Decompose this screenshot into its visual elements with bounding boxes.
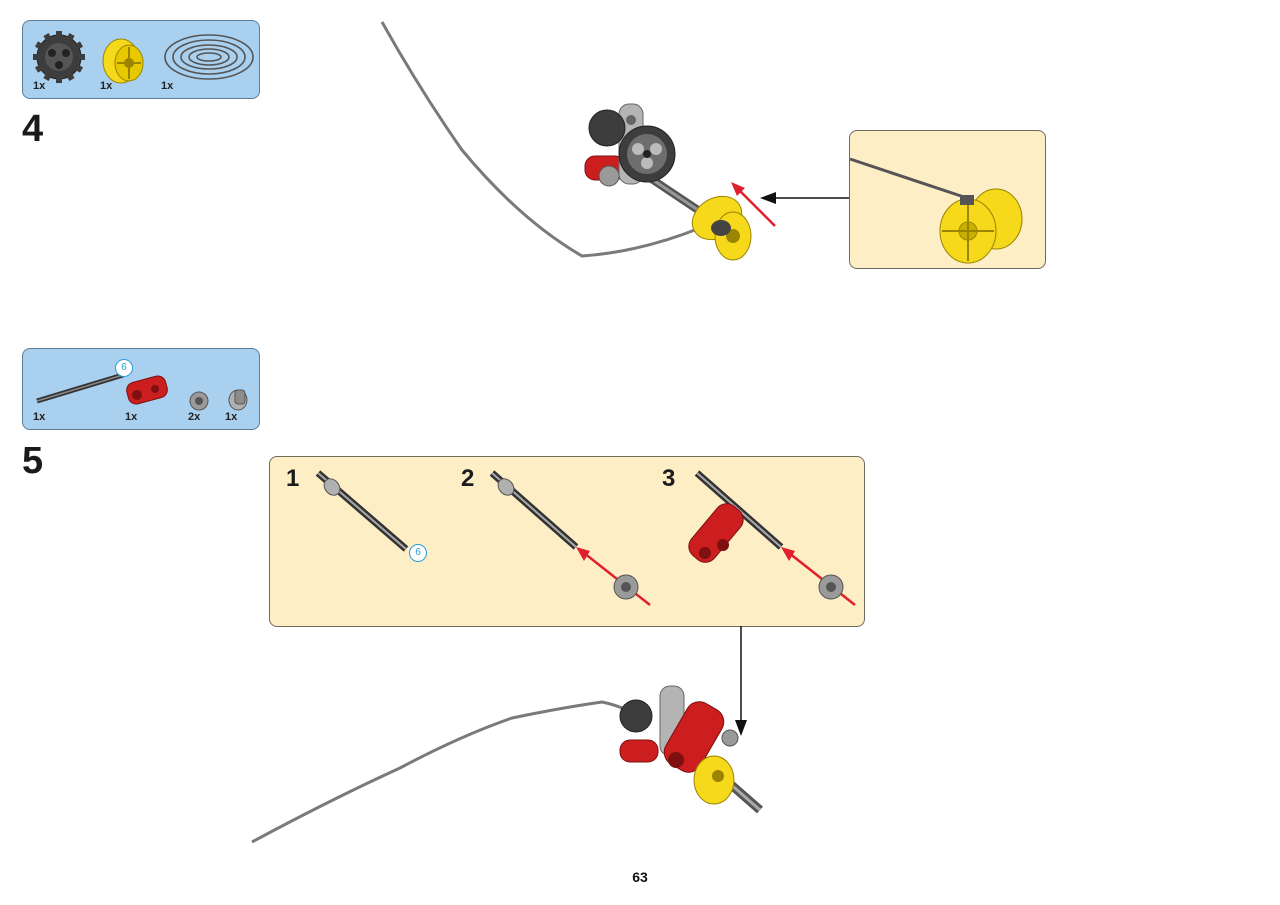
step5-assembly-illustration — [619, 685, 763, 814]
step5-subassembly-callout: 1 6 2 3 — [269, 456, 865, 627]
substep-2-number: 2 — [461, 465, 475, 492]
step5-bush-qty: 2x — [188, 411, 201, 423]
substep-1-axle-illustration — [315, 470, 409, 552]
step5-axle-length-badge: 6 — [115, 359, 133, 377]
step5-number: 5 — [22, 440, 44, 482]
pulley-detail-illustration — [849, 157, 1023, 264]
step4-pulley-qty: 1x — [100, 80, 113, 92]
step4-number: 4 — [22, 108, 44, 150]
axle-icon — [36, 372, 124, 404]
substep-3-number: 3 — [662, 465, 676, 492]
step5-half-bush-qty: 1x — [225, 411, 238, 423]
step5-parts-list: 6 1x 1x 2x 1x — [22, 348, 260, 430]
step4-parts-list: 1x 1x 1x — [22, 20, 260, 99]
red-connector-icon — [126, 375, 168, 405]
page-number: 63 — [632, 869, 648, 885]
step4-assembly-illustration — [584, 103, 776, 261]
step5-axle-qty: 1x — [33, 411, 46, 423]
step4-callout — [849, 130, 1046, 269]
bush-icon — [189, 391, 209, 411]
substep-1-number: 1 — [286, 465, 300, 492]
step4-string-qty: 1x — [161, 80, 174, 92]
yellow-pulley-icon — [102, 38, 144, 84]
substep-1-length-badge: 6 — [409, 544, 427, 562]
substep-2-illustration — [489, 470, 651, 606]
step5-connector-qty: 1x — [125, 411, 138, 423]
substep-3-illustration — [688, 470, 856, 606]
gear-icon — [33, 31, 85, 83]
half-bush-icon — [228, 389, 248, 411]
step4-gear-qty: 1x — [33, 80, 46, 92]
string-icon — [164, 34, 254, 80]
